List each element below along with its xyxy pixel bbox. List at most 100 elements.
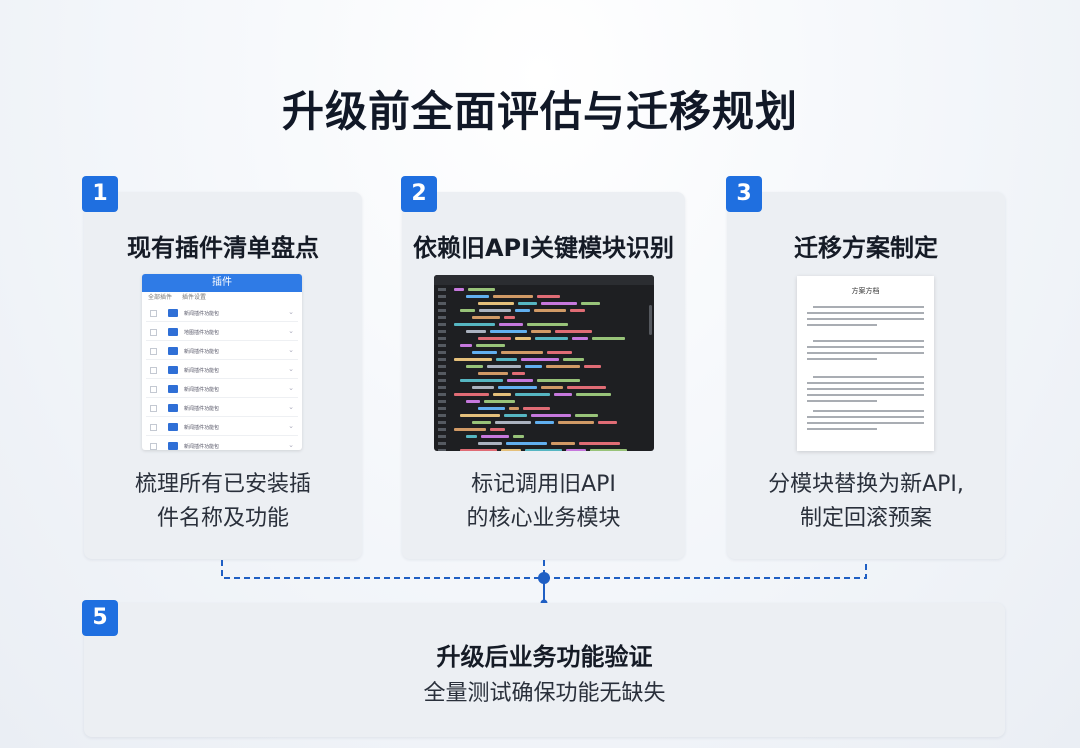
step-2-desc: 标记调用旧API 的核心业务模块 xyxy=(402,468,685,536)
plugin-name: 新闻插件功能包 xyxy=(184,349,220,355)
checkbox-icon xyxy=(150,310,157,317)
step-3-badge: 3 xyxy=(726,176,762,212)
document-text-line xyxy=(807,352,924,354)
code-line xyxy=(434,386,654,390)
code-line xyxy=(434,309,654,313)
chevron-down-icon: ⌄ xyxy=(288,384,294,392)
code-line xyxy=(434,393,654,397)
checkbox-icon xyxy=(150,405,157,412)
code-editor-tabbar xyxy=(434,275,654,285)
plugin-name: 新闻插件功能包 xyxy=(184,425,220,431)
checkbox-icon xyxy=(150,424,157,431)
step-5-title: 升级后业务功能验证 xyxy=(436,643,653,671)
plugin-panel-tabs: 全部插件 插件设置 xyxy=(142,292,302,304)
chevron-down-icon: ⌄ xyxy=(288,441,294,449)
plugin-name: 地图插件功能包 xyxy=(184,330,220,336)
plugin-row: 新闻插件功能包 ⌄ xyxy=(146,400,298,417)
code-line xyxy=(434,323,654,327)
plugin-icon xyxy=(168,347,178,355)
step-2-badge: 2 xyxy=(401,176,437,212)
plugin-name: 新闻插件功能包 xyxy=(184,387,220,393)
plugin-row: 新闻插件功能包 ⌄ xyxy=(146,438,298,450)
step-3-desc-line-2: 制定回滚预案 xyxy=(799,506,932,531)
chevron-down-icon: ⌄ xyxy=(288,403,294,411)
code-line xyxy=(434,442,654,446)
document-text-line xyxy=(813,410,924,412)
document-text-line xyxy=(807,324,877,326)
code-line xyxy=(434,372,654,376)
document-title: 方案方档 xyxy=(851,287,880,295)
code-line xyxy=(434,379,654,383)
plugin-tab-settings: 插件设置 xyxy=(181,294,206,301)
plugin-row: 新闻插件功能包 ⌄ xyxy=(146,381,298,398)
code-line xyxy=(434,428,654,432)
checkbox-icon xyxy=(150,386,157,393)
code-line xyxy=(434,288,654,292)
document-text-line xyxy=(807,394,924,396)
code-line xyxy=(434,400,654,404)
code-line xyxy=(434,337,654,341)
plugin-name: 新闻插件功能包 xyxy=(184,406,220,412)
code-line xyxy=(434,435,654,439)
step-3-title: 迁移方案制定 xyxy=(794,234,938,262)
step-card-5: 升级后业务功能验证 全量测试确保功能无缺失 xyxy=(84,603,1005,737)
document-text-line xyxy=(807,428,877,430)
document-text-line xyxy=(807,388,924,390)
step-1-title: 现有插件清单盘点 xyxy=(127,234,319,262)
plugin-tab-all: 全部插件 xyxy=(148,294,173,301)
step-1-desc: 梳理所有已安装插 件名称及功能 xyxy=(84,468,362,536)
step-1-desc-line-2: 件名称及功能 xyxy=(156,506,289,531)
step-2-desc-line-1: 标记调用旧API xyxy=(471,472,616,497)
code-line xyxy=(434,421,654,425)
checkbox-icon xyxy=(150,367,157,374)
step-1-desc-line-1: 梳理所有已安装插 xyxy=(134,472,311,497)
plugin-panel-header: 插件 xyxy=(142,274,302,292)
document-text-line xyxy=(807,422,924,424)
plugin-name: 新闻插件功能包 xyxy=(184,444,220,450)
step-1-badge: 1 xyxy=(82,176,118,212)
checkbox-icon xyxy=(150,329,157,336)
document-text-line xyxy=(807,358,877,360)
chevron-down-icon: ⌄ xyxy=(288,308,294,316)
plugin-row: 新闻插件功能包 ⌄ xyxy=(146,305,298,322)
code-line xyxy=(434,330,654,334)
document-text-line xyxy=(813,306,924,308)
chevron-down-icon: ⌄ xyxy=(288,422,294,430)
code-line xyxy=(434,449,654,451)
plan-document-screenshot: 方案方档 xyxy=(797,276,934,451)
code-line xyxy=(434,344,654,348)
checkbox-icon xyxy=(150,348,157,355)
document-text-line xyxy=(807,382,924,384)
code-editor-screenshot xyxy=(434,275,654,451)
document-text-line xyxy=(813,376,924,378)
step-2-desc-line-2: 的核心业务模块 xyxy=(466,506,621,531)
plugin-icon xyxy=(168,385,178,393)
code-line xyxy=(434,295,654,299)
checkbox-icon xyxy=(150,443,157,450)
plugin-row: 新闻插件功能包 ⌄ xyxy=(146,362,298,379)
plugin-name: 新闻插件功能包 xyxy=(184,311,220,317)
plugin-icon xyxy=(168,404,178,412)
step-2-title: 依赖旧API关键模块识别 xyxy=(412,234,675,262)
chevron-down-icon: ⌄ xyxy=(288,365,294,373)
plugin-icon xyxy=(168,328,178,336)
code-line xyxy=(434,414,654,418)
plugin-icon xyxy=(168,423,178,431)
plugin-list-screenshot: 插件 全部插件 插件设置 新闻插件功能包 ⌄ 地图插件功能包 ⌄ 新闻插件功能包 ⌄ 新闻插… xyxy=(142,274,302,450)
plugin-row: 新闻插件功能包⌄ xyxy=(146,343,298,360)
document-text-line xyxy=(807,312,924,314)
step-3-desc-line-1: 分模块替换为新API, xyxy=(768,472,964,497)
connector-node-main xyxy=(538,572,550,584)
plugin-icon xyxy=(168,442,178,450)
code-line xyxy=(434,407,654,411)
document-text-line xyxy=(813,340,924,342)
code-scrollbar xyxy=(649,305,652,335)
plugin-row: 新闻插件功能包 ⌄ xyxy=(146,419,298,436)
plugin-name: 新闻插件功能包 xyxy=(184,368,220,374)
code-line xyxy=(434,365,654,369)
document-text-line xyxy=(807,400,877,402)
plugin-icon xyxy=(168,366,178,374)
code-line xyxy=(434,302,654,306)
code-line xyxy=(434,351,654,355)
step-3-desc: 分模块替换为新API, 制定回滚预案 xyxy=(727,468,1005,536)
